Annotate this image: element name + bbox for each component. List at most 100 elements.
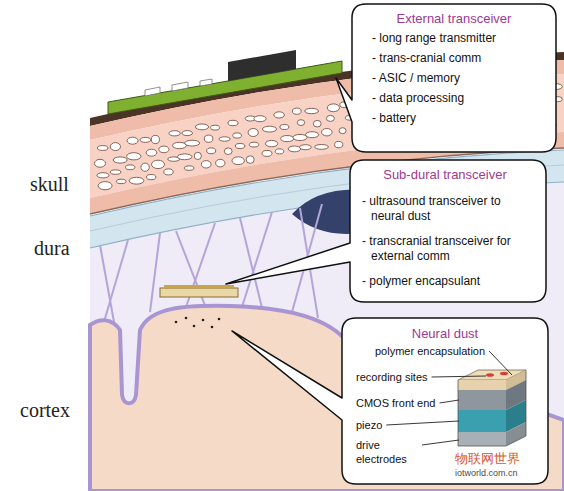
- bone-pore: [113, 157, 127, 163]
- bubble-outline: [226, 160, 546, 302]
- bone-pore: [146, 149, 157, 156]
- piezo-layer: [458, 410, 506, 432]
- bone-pore: [280, 125, 289, 130]
- bone-pore: [293, 134, 307, 140]
- bullet-item: - long range transmitter: [372, 28, 531, 48]
- bone-pore: [297, 120, 304, 126]
- bone-pore: [182, 131, 193, 136]
- bone-pore: [224, 148, 232, 155]
- bone-pore: [159, 146, 169, 153]
- bone-pore: [216, 159, 225, 167]
- bone-pore: [335, 141, 343, 147]
- callout-bubble: External transceiver- long range transmi…: [352, 4, 556, 152]
- leader-line: [386, 421, 459, 425]
- bullet-item: - battery: [372, 108, 531, 128]
- callout-bubble: Sub-dural transceiver - ultrasound transc…: [350, 160, 546, 302]
- bone-pore: [126, 165, 135, 170]
- bone-pore: [204, 135, 213, 142]
- bone-pore: [305, 108, 319, 113]
- bone-pore: [327, 104, 339, 112]
- neural-dust-motes: [175, 317, 221, 329]
- dust-mote: [185, 317, 188, 320]
- transceiver-board: [108, 61, 342, 114]
- bullet-item: - trans-cranial comm: [372, 48, 531, 68]
- subdural-device-top: [164, 285, 234, 288]
- leader-line: [422, 440, 459, 445]
- bullet-item: - transcranial transceiver for external …: [362, 234, 521, 264]
- trabecula: [104, 240, 128, 322]
- bone-pore: [97, 146, 108, 151]
- bone-pore: [177, 154, 192, 160]
- cmos-layer: [458, 390, 506, 410]
- trabecula: [150, 233, 160, 312]
- bullet-item: - ultrasound transceiver to neural dust: [362, 194, 521, 224]
- bone-pore: [254, 116, 266, 122]
- bone-pore: [339, 128, 346, 134]
- bone-pore: [246, 156, 254, 164]
- bone-pore: [248, 129, 258, 137]
- dust-mote: [202, 319, 205, 322]
- bone-pore: [322, 129, 333, 136]
- bone-pore: [300, 145, 312, 150]
- dust-mote: [175, 321, 178, 324]
- part-label: drive electrodes: [356, 438, 418, 466]
- cortex-tissue: [90, 306, 564, 491]
- bone-pore: [275, 149, 283, 154]
- bone-pore: [262, 126, 276, 132]
- bone-pore: [201, 161, 211, 168]
- bone-pore: [98, 182, 112, 190]
- bone-pore: [110, 143, 120, 151]
- bone-pore: [129, 177, 144, 184]
- polymer-layer: [458, 380, 506, 390]
- bone-pore: [127, 153, 141, 160]
- bone-pore: [228, 120, 238, 125]
- bone-pore: [184, 166, 194, 170]
- part-label: polymer encapsulation: [375, 344, 485, 358]
- bullet-item: - ASIC / memory: [372, 68, 531, 88]
- callout-title: Sub-dural transceiver: [352, 166, 538, 184]
- bone-pore: [127, 137, 138, 144]
- layer-label: dura: [34, 236, 70, 260]
- watermark: 物联网世界: [455, 451, 520, 467]
- transceiver-chip: [228, 50, 296, 81]
- dust-mote: [193, 325, 196, 328]
- bone-pore: [233, 133, 242, 138]
- bone-pore: [116, 179, 126, 183]
- bone-pore: [164, 169, 173, 175]
- board-component: [172, 82, 188, 91]
- recording-site: [486, 373, 494, 377]
- bone-pore: [313, 120, 321, 127]
- layer-label: skull: [30, 172, 69, 196]
- bone-pore: [315, 145, 329, 150]
- bone-pore: [151, 135, 159, 143]
- bone-pore: [152, 160, 165, 168]
- bone-pore: [207, 148, 216, 154]
- bullet-item: - data processing: [372, 88, 531, 108]
- board-component: [200, 79, 212, 86]
- recording-site: [500, 372, 508, 376]
- bone-pore: [281, 136, 294, 142]
- bone-pore: [326, 115, 334, 121]
- watermark: iotworld.com.cn: [455, 468, 518, 479]
- bone-pore: [185, 140, 200, 146]
- dust-mote: [211, 326, 214, 329]
- bullet-item: - polymer encapsulant: [362, 274, 521, 289]
- leader-line: [432, 376, 487, 377]
- dust-outline: [458, 370, 526, 446]
- bone-pore: [211, 125, 220, 130]
- bone-pore: [288, 146, 300, 152]
- bone-pore: [274, 112, 285, 118]
- leader-line: [489, 351, 512, 375]
- bone-pore: [262, 150, 272, 156]
- bone-pore: [140, 137, 151, 142]
- bone-pore: [306, 132, 319, 138]
- bone-pore: [194, 152, 201, 159]
- bone-pore: [235, 144, 245, 149]
- part-label: piezo: [356, 418, 382, 432]
- bone-pore: [147, 175, 156, 180]
- callout-title: External transceiver: [362, 10, 546, 28]
- electrode-side: [506, 422, 526, 446]
- bubble-outline: [232, 318, 548, 484]
- electrode-layer: [458, 432, 506, 446]
